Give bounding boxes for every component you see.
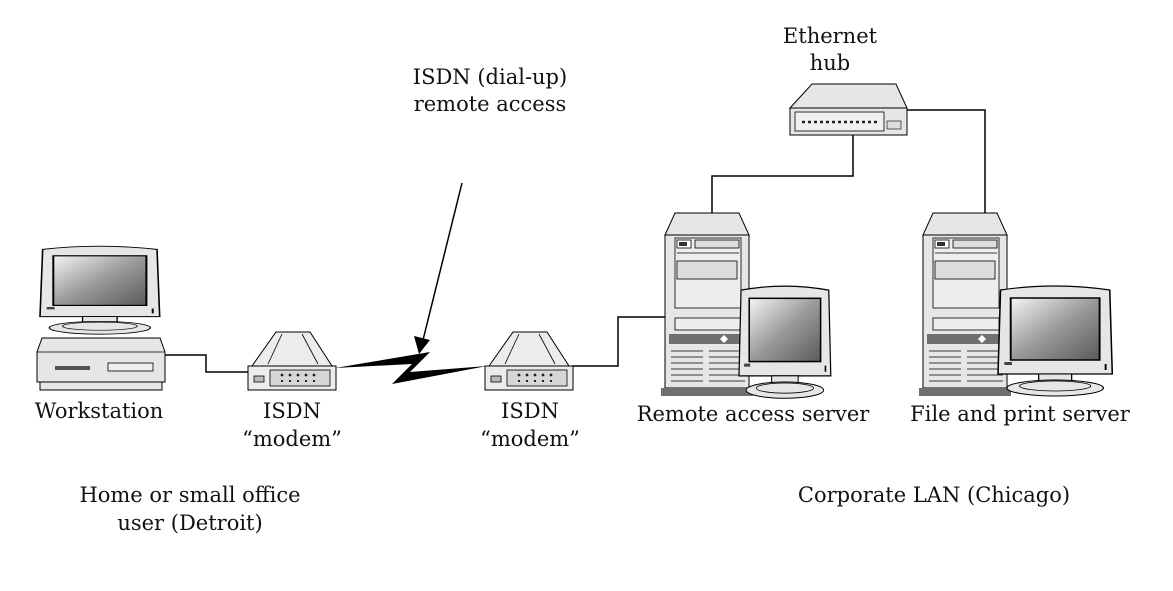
cable-hub-remote-server xyxy=(711,135,854,213)
link-label-line2: remote access xyxy=(414,92,567,116)
cable-hub-file-server xyxy=(907,109,986,213)
file-print-server-icon xyxy=(918,212,1114,397)
modem1-label-line1: ISDN xyxy=(263,399,321,423)
modem2-label-line2: “modem” xyxy=(480,427,580,451)
isdn-lightning-link xyxy=(335,352,487,384)
home-office-label-line1: Home or small office xyxy=(79,483,300,507)
home-office-label-line2: user (Detroit) xyxy=(117,511,262,535)
cable-workstation-modem xyxy=(165,354,248,373)
corporate-lan-label: Corporate LAN (Chicago) xyxy=(798,483,1070,507)
remote-access-server-icon xyxy=(660,212,832,400)
modem1-label-line2: “modem” xyxy=(242,427,342,451)
cable-modem-server xyxy=(572,316,665,367)
file-server-label: File and print server xyxy=(910,402,1131,426)
ethernet-hub-icon xyxy=(788,83,908,136)
isdn-modem-corporate-icon xyxy=(484,331,574,391)
remote-server-label: Remote access server xyxy=(637,402,871,426)
hub-label-line1: Ethernet xyxy=(783,24,878,48)
cables xyxy=(165,109,986,373)
workstation-icon xyxy=(36,245,166,391)
isdn-modem-home-icon xyxy=(247,331,337,391)
callout-arrow xyxy=(414,182,463,354)
link-label-line1: ISDN (dial-up) xyxy=(413,65,567,89)
hub-label-line2: hub xyxy=(810,51,851,75)
modem2-label-line1: ISDN xyxy=(501,399,559,423)
workstation-label: Workstation xyxy=(35,399,164,423)
